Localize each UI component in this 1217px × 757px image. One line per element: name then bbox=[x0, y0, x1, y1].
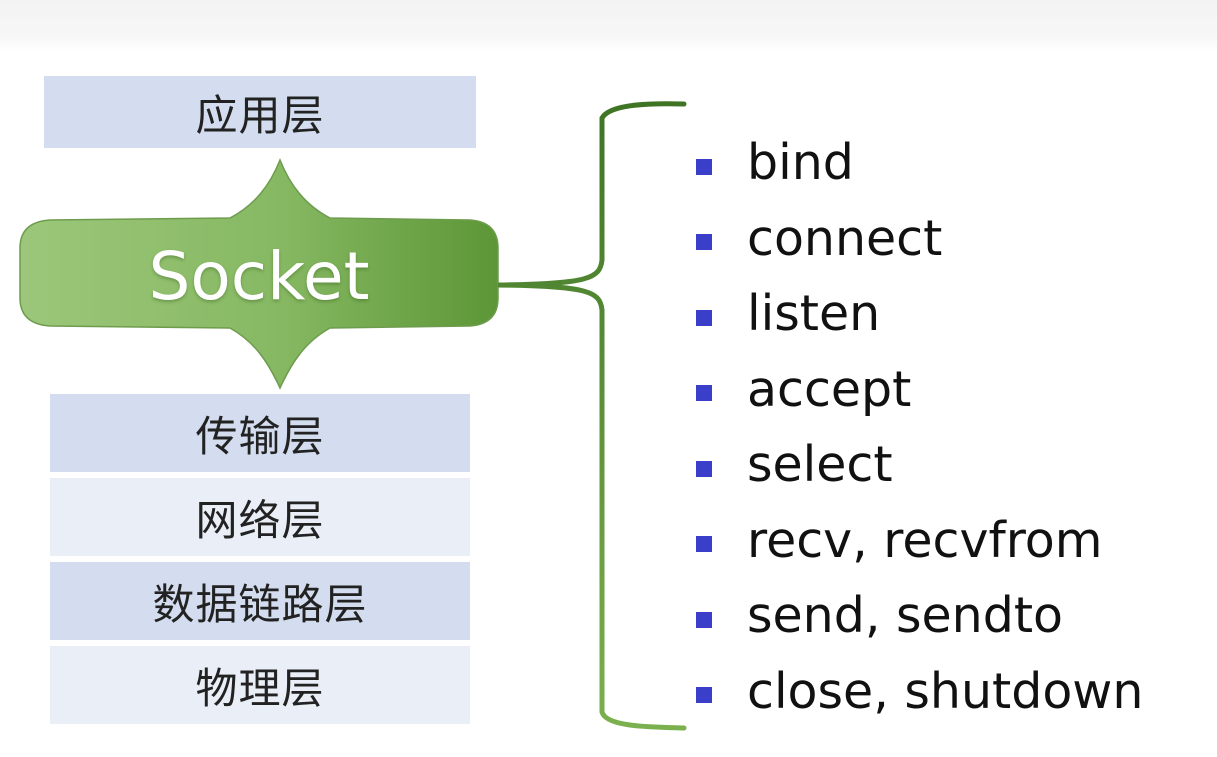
list-item: bind bbox=[690, 125, 1143, 201]
square-bullet-icon bbox=[696, 309, 712, 326]
function-name: recv, recvfrom bbox=[747, 511, 1103, 569]
datalink-layer-label: 数据链路层 bbox=[152, 579, 368, 629]
socket-label: Socket bbox=[148, 237, 370, 315]
datalink-layer-box: 数据链路层 bbox=[50, 562, 470, 640]
function-name: connect bbox=[747, 209, 943, 267]
physical-layer-label: 物理层 bbox=[195, 663, 325, 713]
header-band bbox=[0, 0, 1217, 52]
square-bullet-icon bbox=[696, 460, 712, 477]
square-bullet-icon bbox=[696, 687, 712, 704]
bracket-brace bbox=[497, 101, 687, 731]
square-bullet-icon bbox=[696, 385, 712, 402]
application-layer-label: 应用层 bbox=[195, 90, 325, 140]
square-bullet-icon bbox=[696, 234, 712, 251]
list-item: send, sendto bbox=[690, 578, 1143, 654]
list-item: close, shutdown bbox=[690, 654, 1143, 730]
function-name: bind bbox=[747, 134, 854, 192]
list-item: connect bbox=[690, 201, 1143, 277]
function-name: close, shutdown bbox=[747, 662, 1144, 720]
socket-shape bbox=[19, 157, 499, 390]
socket-function-list: bind connect listen accept select recv, … bbox=[690, 125, 1143, 729]
square-bullet-icon bbox=[696, 536, 712, 553]
square-bullet-icon bbox=[696, 611, 712, 628]
list-item: select bbox=[690, 427, 1143, 503]
function-name: listen bbox=[747, 285, 881, 343]
list-item: recv, recvfrom bbox=[690, 503, 1143, 579]
function-name: select bbox=[747, 436, 893, 494]
list-item: listen bbox=[690, 276, 1143, 352]
list-item: accept bbox=[690, 352, 1143, 428]
transport-layer-box: 传输层 bbox=[50, 394, 470, 472]
application-layer-box: 应用层 bbox=[44, 76, 476, 148]
function-name: send, sendto bbox=[747, 587, 1064, 645]
function-name: accept bbox=[747, 360, 912, 418]
network-layer-label: 网络层 bbox=[195, 495, 325, 545]
transport-layer-label: 传输层 bbox=[195, 411, 325, 461]
network-layer-box: 网络层 bbox=[50, 478, 470, 556]
physical-layer-box: 物理层 bbox=[50, 646, 470, 724]
square-bullet-icon bbox=[696, 158, 712, 175]
